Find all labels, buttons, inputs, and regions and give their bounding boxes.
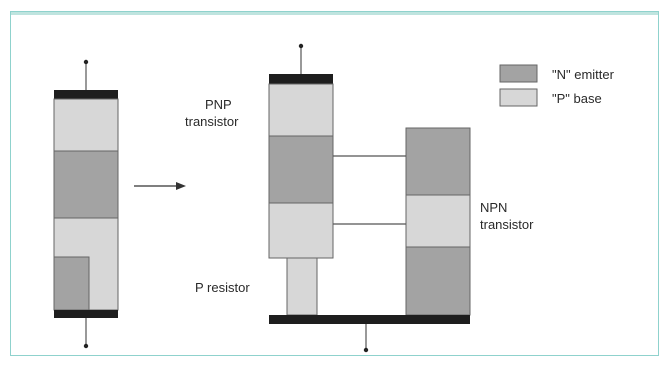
npn-label-line1: NPN: [480, 200, 507, 215]
bottom-contact-bar: [269, 315, 470, 324]
pnp-n-base: [268, 135, 334, 204]
pnp-top-contact: [269, 74, 333, 84]
legend-swatch-n-emitter: [499, 64, 538, 83]
npn-n-collector: [405, 127, 471, 196]
left-top-contact: [54, 90, 118, 99]
npn-n-emitter: [405, 246, 471, 316]
legend: "N" emitter "P" base: [499, 64, 615, 107]
legend-label-p-base: "P" base: [552, 91, 602, 106]
left-n-pocket: [53, 256, 90, 311]
frame-top-band: [11, 12, 658, 15]
pnp-label-line1: PNP: [205, 97, 232, 112]
left-bottom-terminal: [83, 343, 89, 349]
legend-label-n-emitter: "N" emitter: [552, 67, 615, 82]
pnp-transistor: [268, 43, 334, 259]
p-resistor-label: P resistor: [195, 280, 250, 295]
left-top-terminal: [83, 59, 89, 65]
pnp-p-collector: [268, 202, 334, 259]
bottom-terminal: [363, 347, 369, 353]
npn-p-base: [405, 194, 471, 248]
npn-label-line2: transistor: [480, 217, 534, 232]
right-arrow-icon: [134, 182, 186, 190]
p-resistor-body: [286, 257, 318, 316]
left-n-region: [53, 150, 119, 219]
left-p-region-top: [53, 98, 119, 152]
npn-transistor: [405, 127, 471, 316]
left-device: [53, 59, 119, 349]
pnp-label-line2: transistor: [185, 114, 239, 129]
pnp-p-emitter: [268, 83, 334, 137]
left-bottom-contact: [54, 310, 118, 318]
pnp-top-terminal: [298, 43, 304, 49]
legend-swatch-p-base: [499, 88, 538, 107]
